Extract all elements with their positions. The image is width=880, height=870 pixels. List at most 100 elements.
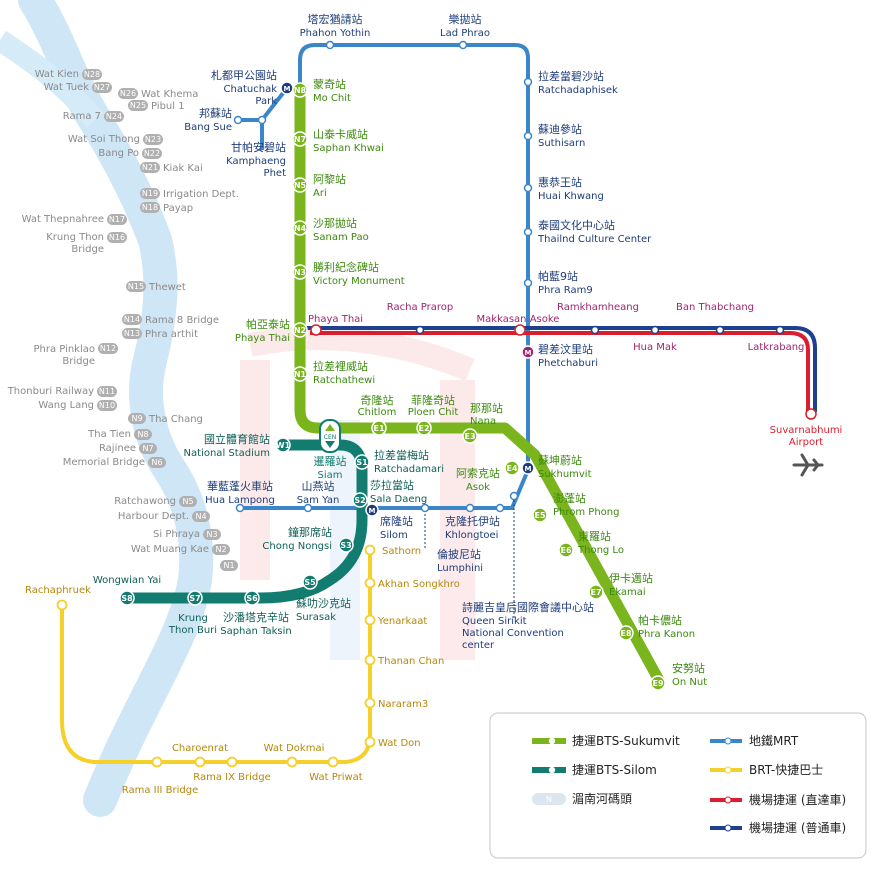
station-E9[interactable]: E9 xyxy=(650,675,666,691)
label-racha-prarop: Racha Prarop xyxy=(387,302,453,313)
svg-text:N7: N7 xyxy=(142,444,153,453)
mrt-marker-silom[interactable]: M xyxy=(365,503,379,517)
station-culture-center[interactable] xyxy=(523,227,533,237)
station-suvarnabhumi[interactable] xyxy=(805,408,817,420)
station-S7[interactable]: S7 xyxy=(187,590,203,606)
station-E3[interactable]: E3 xyxy=(462,428,478,444)
mrt-marker-chatuchak[interactable]: M xyxy=(280,81,294,95)
station-lad-phrao[interactable] xyxy=(458,40,468,50)
station-khlongtoei[interactable] xyxy=(465,503,475,513)
mrt-marker-sukhumvit[interactable]: M xyxy=(521,461,535,475)
station-N1[interactable]: N1 xyxy=(292,366,308,382)
legend: 捷運BTS-Sukumvit 地鐵MRT 捷運BTS-Silom BRT-快捷巴… xyxy=(489,712,867,859)
station-huai-khwang[interactable] xyxy=(523,183,533,193)
label-khlongtoei-en: Khlongtoei xyxy=(445,530,498,541)
station-brt-watdokmai[interactable] xyxy=(286,756,298,768)
station-brt-thanan[interactable] xyxy=(364,654,376,666)
station-hua-lampong[interactable] xyxy=(235,503,245,513)
station-N5[interactable]: N5 xyxy=(292,177,308,193)
station-bang-sue[interactable] xyxy=(233,115,243,125)
station-racha-prarop[interactable] xyxy=(415,325,425,335)
station-S3[interactable]: S3 xyxy=(338,537,354,553)
station-phaya-thai-arl[interactable] xyxy=(310,324,322,336)
station-suthisarn[interactable] xyxy=(523,131,533,141)
label-chitlom-en: Chitlom xyxy=(358,407,397,418)
pier-N1[interactable]: N1 xyxy=(220,560,238,571)
station-sam-yan[interactable] xyxy=(303,503,313,513)
station-qsncc[interactable] xyxy=(495,503,505,513)
label-hua-mak: Hua Mak xyxy=(633,342,677,353)
station-phahon-yothin[interactable] xyxy=(325,40,335,50)
station-E1[interactable]: E1 xyxy=(371,420,387,436)
station-N2[interactable]: N2 xyxy=(292,322,308,338)
station-brt-watpriwat[interactable] xyxy=(327,756,339,768)
station-brt-rama9bridge[interactable] xyxy=(226,756,238,768)
station-brt-akhan[interactable] xyxy=(364,577,376,589)
station-N8[interactable]: N8 xyxy=(292,82,308,98)
station-E8[interactable]: E8 xyxy=(618,625,634,641)
station-E4[interactable]: E4 xyxy=(504,460,520,476)
station-S8[interactable]: S8 xyxy=(119,590,135,606)
pier-N4[interactable]: Harbour Dept.N4 xyxy=(118,511,210,522)
station-ratchadaphisek[interactable] xyxy=(523,77,533,87)
station-S2[interactable]: S2 xyxy=(352,492,368,508)
station-brt-rachaphruek[interactable] xyxy=(56,599,68,611)
station-brt-rama3bridge[interactable] xyxy=(151,756,163,768)
mrt-marker-phetchaburi[interactable]: M xyxy=(521,345,535,359)
station-asok-mrt[interactable] xyxy=(509,491,519,501)
station-S1[interactable]: S1 xyxy=(354,454,370,470)
station-E2[interactable]: E2 xyxy=(416,420,432,436)
station-hua-mak[interactable] xyxy=(650,325,660,335)
station-E7[interactable]: E7 xyxy=(588,584,604,600)
station-brt-sathorn[interactable] xyxy=(364,544,376,556)
station-brt-nararam3[interactable] xyxy=(364,697,376,709)
station-phra-ram9[interactable] xyxy=(523,278,533,288)
station-makkasan[interactable] xyxy=(514,324,526,336)
station-E6[interactable]: E6 xyxy=(558,542,574,558)
svg-text:N16: N16 xyxy=(109,233,125,242)
station-brt-charoenrat[interactable] xyxy=(194,756,206,768)
label-asok-cn: 阿索克站 xyxy=(456,466,500,480)
legend-item-arl-city: 機場捷運 (普通車) xyxy=(710,820,846,835)
station-ramkhamheang[interactable] xyxy=(590,325,600,335)
station-W1[interactable]: W1 xyxy=(275,437,291,453)
station-brt-yenarkaat[interactable] xyxy=(364,614,376,626)
station-brt-watdon[interactable] xyxy=(364,736,376,748)
station-N3[interactable]: N3 xyxy=(292,264,308,280)
station-latkrabang[interactable] xyxy=(775,325,785,335)
station-S6[interactable]: S6 xyxy=(244,590,260,606)
station-kamphaeng-phet[interactable] xyxy=(257,115,267,125)
station-N4[interactable]: N4 xyxy=(292,220,308,236)
station-E5[interactable]: E5 xyxy=(532,507,548,523)
station-lumphini[interactable] xyxy=(420,503,430,513)
station-siam[interactable]: CEN xyxy=(319,419,341,453)
station-N7[interactable]: N7 xyxy=(292,131,308,147)
station-S5[interactable]: S5 xyxy=(302,574,318,590)
station-ban-thabchang[interactable] xyxy=(715,325,725,335)
